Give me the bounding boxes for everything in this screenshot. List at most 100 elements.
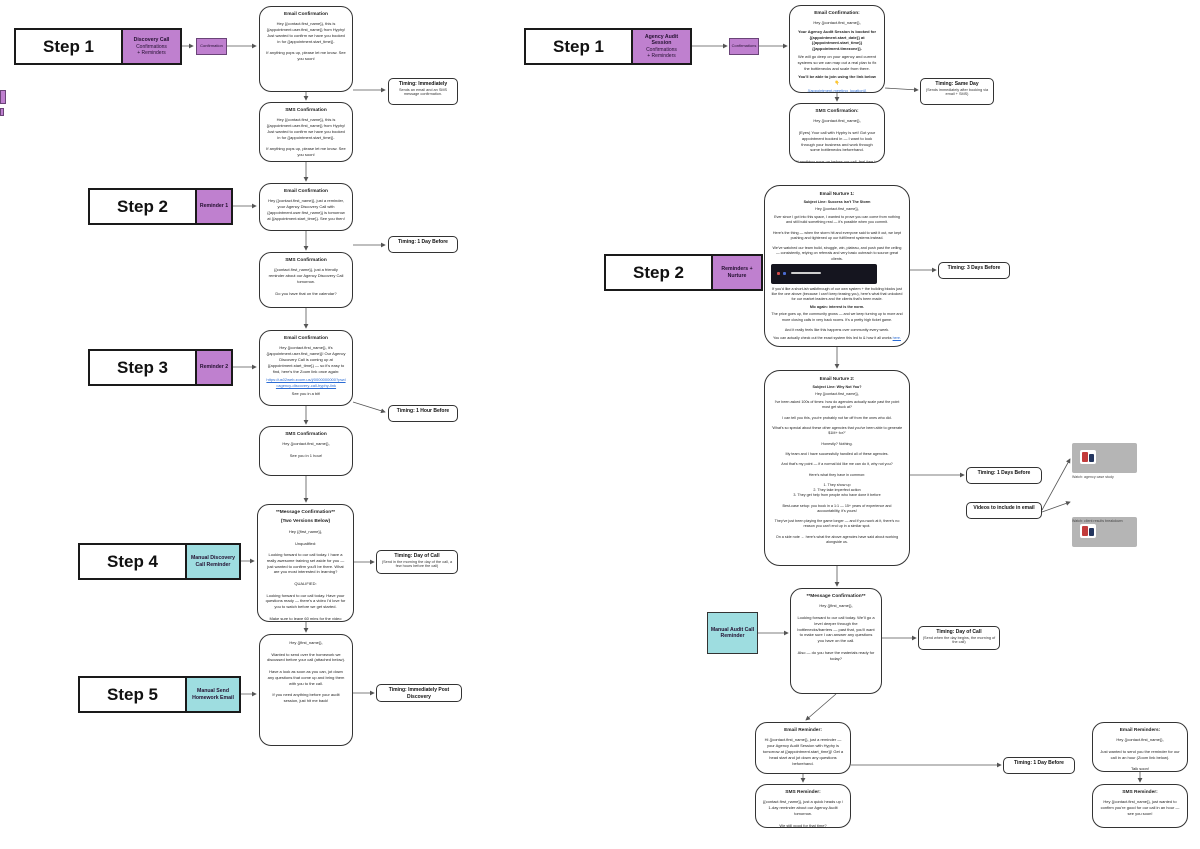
- confirmation-minitag-left[interactable]: Confirmation: [196, 38, 227, 55]
- step5-widget-left[interactable]: Step 5 Manual Send Homework Email: [78, 676, 241, 713]
- step5-tag-manual-homework-email[interactable]: Manual Send Homework Email: [185, 678, 239, 711]
- box-bold-mid: Mic again: interest is the norm.: [809, 304, 865, 309]
- step1-tag-discovery-call[interactable]: Discovery Call Confirmations + Reminders: [121, 30, 180, 63]
- box-body: We will go deep on your agency and curre…: [797, 54, 877, 72]
- step1-tag-agency-audit[interactable]: Agency Audit Session Confirmations + Rem…: [631, 30, 690, 63]
- box-body-mid: If you'd like a short-ish walkthrough of…: [771, 286, 903, 302]
- timing-title: Timing: Immediately Post Discovery: [388, 687, 450, 700]
- box-title: SMS Reminder:: [785, 790, 821, 795]
- homework-email-box[interactable]: Hey {{first_name}}, Wanted to send over …: [259, 634, 353, 746]
- timing-sub: (Sends immediately after booking via ema…: [925, 87, 989, 97]
- video-logo-icon: [1080, 524, 1096, 538]
- box-title: SMS Confirmation: [285, 108, 327, 113]
- note-title: Videos to include in email: [973, 505, 1035, 511]
- step1-widget-right[interactable]: Step 1 Agency Audit Session Confirmation…: [524, 28, 692, 65]
- step1-tag-title: Agency Audit Session: [644, 33, 679, 47]
- timing-title: Timing: Immediately: [398, 81, 448, 87]
- box-title: SMS Confirmation: [285, 258, 327, 263]
- step2-label: Step 2: [116, 196, 169, 216]
- step1-widget-left[interactable]: Step 1 Discovery Call Confirmations + Re…: [14, 28, 182, 65]
- box-title: SMS Reminder:: [1122, 790, 1158, 795]
- timing-note-day-of-call-left[interactable]: Timing: Day of Call (Send in the morning…: [376, 550, 458, 574]
- step4-tag-manual-discovery-reminder[interactable]: Manual Discovery Call Reminder: [185, 545, 239, 578]
- video-thumbnail-2[interactable]: [1072, 517, 1137, 547]
- timing-note-1-days-before-right[interactable]: Timing: 1 Days Before: [966, 467, 1042, 484]
- step2-tag-title: Reminders + Nurture: [721, 266, 753, 279]
- sms-reminder-far-box[interactable]: SMS Reminder: Hey {{contact.first_name}}…: [1092, 784, 1188, 828]
- subject-line: Subject Line: Why Not You?: [812, 384, 862, 389]
- step2-tag-reminders-nurture[interactable]: Reminders + Nurture: [711, 256, 761, 289]
- videos-to-include-note[interactable]: Videos to include in email: [966, 502, 1042, 519]
- timing-title: Timing: 1 Day Before: [398, 239, 448, 245]
- timing-note-post-discovery[interactable]: Timing: Immediately Post Discovery: [376, 684, 462, 702]
- timing-note-1-day-before-left[interactable]: Timing: 1 Day Before: [388, 236, 458, 253]
- sms-confirmation-step3-left[interactable]: SMS Confirmation Hey {{contact.first_nam…: [259, 426, 353, 476]
- meeting-location-link[interactable]: {{appointment.meeting_location}}: [807, 88, 867, 93]
- confirmation-minitag-label: Confirmations: [731, 43, 757, 49]
- zoom-link[interactable]: https://us02web.zoom.us/j/0000000000?pwd…: [266, 376, 346, 388]
- timing-title: Timing: 3 Days Before: [947, 265, 1001, 271]
- sms-reminder-box[interactable]: SMS Reminder: {{contact.first_name}}, ju…: [755, 784, 851, 828]
- timing-note-3-days-before[interactable]: Timing: 3 Days Before: [938, 262, 1010, 279]
- canvas-edge-shape-1[interactable]: [0, 90, 6, 104]
- box-body: Hey {{contact.first_name}}, this is {{ap…: [266, 21, 346, 62]
- box-title: SMS Confirmation: [285, 432, 327, 437]
- step3-widget-left[interactable]: Step 3 Reminder 2: [88, 349, 233, 386]
- email-nurture-1-box[interactable]: Email Nurture 1: Subject Line: Success I…: [764, 185, 910, 347]
- confirmation-minitag-label: Confirmation: [200, 43, 223, 49]
- timing-note-day-of-call-right[interactable]: Timing: Day of Call (Send when the day b…: [918, 626, 1000, 650]
- box-body-top: Ever since I got into this space, I want…: [772, 215, 902, 261]
- email-confirmation-step3-left[interactable]: Email Confirmation Hey {{contact.first_n…: [259, 330, 353, 406]
- timing-title: Timing: 1 Days Before: [977, 470, 1031, 476]
- box-greeting: Hey {{contact.first_name}},: [813, 20, 861, 26]
- email-reminders-far-box[interactable]: Email Reminders: Hey {{contact.first_nam…: [1092, 722, 1188, 772]
- box-greeting: Hey {{contact.first_name}},: [815, 207, 859, 212]
- sms-confirmation-step2-left[interactable]: SMS Confirmation {{contact.first_name}},…: [259, 252, 353, 308]
- box-body: Hey {{contact.first_name}}, Just wanted …: [1100, 737, 1180, 772]
- sms-confirmation-step1-left[interactable]: SMS Confirmation Hey {{contact.first_nam…: [259, 102, 353, 162]
- box-title: Email Reminder:: [784, 728, 822, 733]
- email-confirmation-step1-right[interactable]: Email Confirmation: Hey {{contact.first_…: [789, 5, 885, 93]
- timing-sub: Sends an email and an SMS message confir…: [398, 87, 448, 97]
- subject-line: Subject Line: Success Isn't The Storm: [803, 199, 871, 204]
- email-confirmation-step2-left[interactable]: Email Confirmation Hey {{contact.first_n…: [259, 183, 353, 231]
- sms-confirmation-step1-right[interactable]: SMS Confirmation: Hey {{contact.first_na…: [789, 103, 885, 163]
- manual-audit-call-reminder-tag[interactable]: Manual Audit Call Reminder: [707, 612, 758, 654]
- video-caption-1: Watch: agency case study: [1072, 475, 1114, 479]
- step4-widget-left[interactable]: Step 4 Manual Discovery Call Reminder: [78, 543, 241, 580]
- box-body: I've been asked 100s of times: how do ag…: [771, 400, 903, 544]
- step2-tag-reminder1[interactable]: Reminder 1: [195, 190, 231, 223]
- embedded-email-screenshot: [771, 264, 877, 285]
- timing-title: Timing: Day of Call: [394, 553, 440, 559]
- box-body-2: See you in a bit!: [291, 391, 321, 397]
- video-thumbnail-1[interactable]: [1072, 443, 1137, 473]
- canvas-edge-shape-2[interactable]: [0, 108, 4, 116]
- footer-link[interactable]: here.: [892, 335, 901, 340]
- step2-widget-left[interactable]: Step 2 Reminder 1: [88, 188, 233, 225]
- email-reminder-box[interactable]: Email Reminder: Hi {{contact.first_name}…: [755, 722, 851, 774]
- box-subtitle: (Two Versions Below): [280, 519, 331, 525]
- step1-tag-sub: Confirmations + Reminders: [646, 46, 677, 59]
- timing-note-same-day[interactable]: Timing: Same Day (Sends immediately afte…: [920, 78, 994, 105]
- step3-label: Step 3: [116, 357, 169, 377]
- step2-widget-right[interactable]: Step 2 Reminders + Nurture: [604, 254, 763, 291]
- message-confirmation-right[interactable]: **Message Confirmation** Hey {{first_nam…: [790, 588, 882, 694]
- timing-note-immediately[interactable]: Timing: Immediately Sends an email and a…: [388, 78, 458, 105]
- message-confirmation-left[interactable]: **Message Confirmation** (Two Versions B…: [257, 504, 354, 622]
- email-confirmation-step1-left[interactable]: Email Confirmation Hey {{contact.first_n…: [259, 6, 353, 92]
- timing-title: Timing: Day of Call: [936, 629, 982, 635]
- box-title: **Message Confirmation**: [806, 594, 866, 599]
- step3-tag-reminder2[interactable]: Reminder 2: [195, 351, 231, 384]
- box-title: Email Confirmation:: [814, 11, 860, 16]
- step4-label: Step 4: [106, 551, 159, 571]
- timing-note-1-day-before-right[interactable]: Timing: 1 Day Before: [1003, 757, 1075, 774]
- confirmation-minitag-right[interactable]: Confirmations: [729, 38, 759, 55]
- box-greeting: Hey {{contact.first_name}},: [815, 392, 859, 397]
- timing-note-1-hour-before[interactable]: Timing: 1 Hour Before: [388, 405, 458, 422]
- step5-label: Step 5: [106, 684, 159, 704]
- box-body: Hey {{first_name}}, Wanted to send over …: [266, 640, 346, 703]
- email-nurture-2-box[interactable]: Email Nurture 2: Subject Line: Why Not Y…: [764, 370, 910, 566]
- box-body: {{contact.first_name}}, just a friendly …: [268, 267, 344, 296]
- step4-tag-title: Manual Discovery Call Reminder: [190, 555, 236, 568]
